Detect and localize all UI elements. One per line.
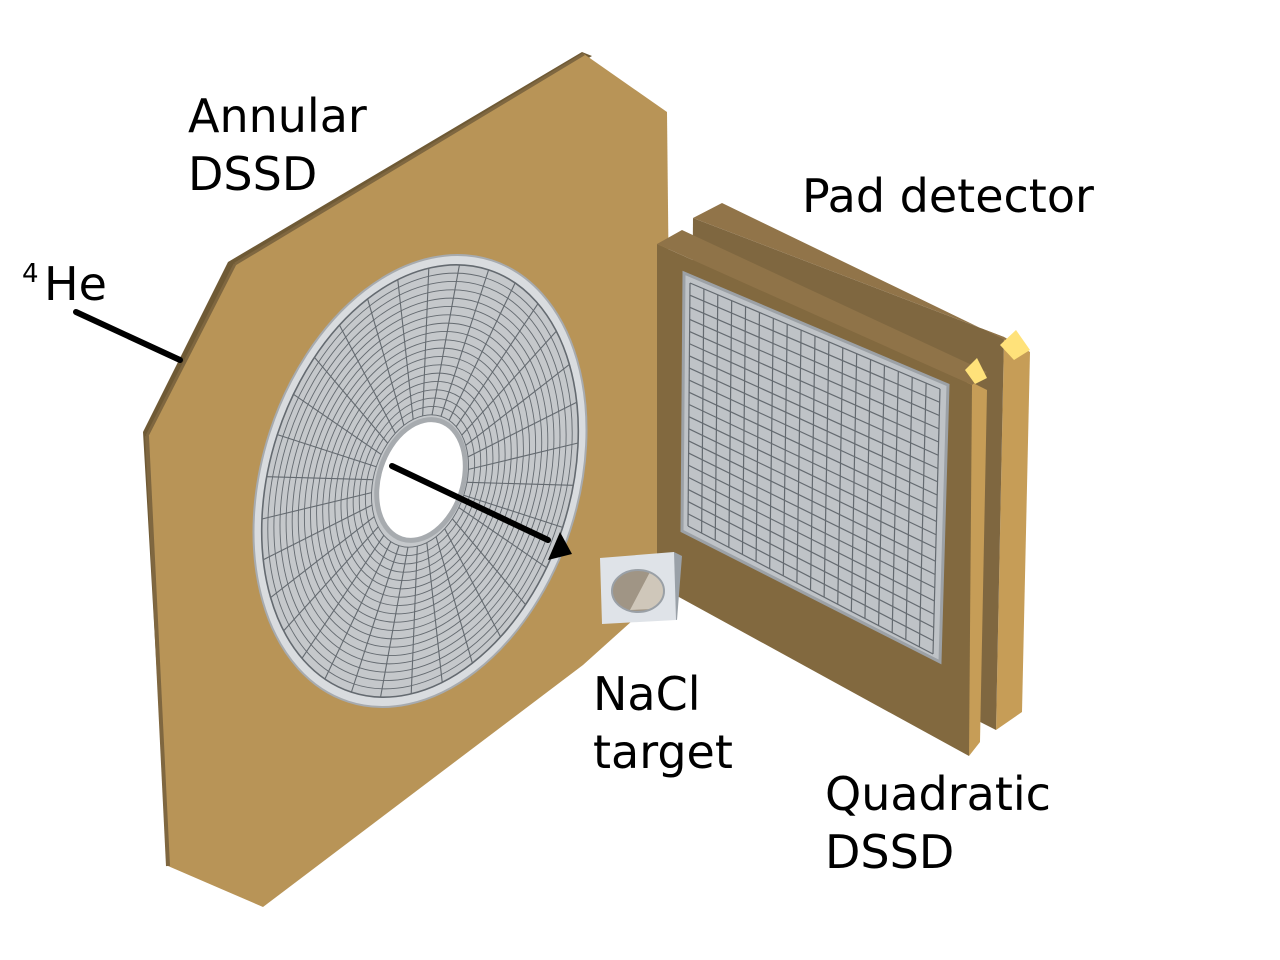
annular-sector-line: [301, 535, 385, 659]
quadratic-column-strip: [932, 388, 941, 655]
quadratic-column-strip: [687, 282, 691, 527]
pad-detector-side: [996, 337, 1030, 730]
annular-sector-line: [367, 298, 405, 426]
pad-detector-label: Pad detector: [802, 169, 1094, 223]
annular-sector-line: [435, 536, 473, 664]
quadratic-column-strip: [809, 335, 816, 591]
annular-sector-line: [397, 279, 414, 420]
arrow-head-icon: [548, 532, 572, 560]
quadratic-column-strip: [864, 359, 872, 619]
annular-sector-line: [293, 393, 382, 455]
quadratic-column-strip: [755, 312, 761, 562]
annular-sector-line: [410, 546, 418, 694]
pad-detector-top: [693, 203, 1030, 352]
annular-sector-line: [324, 541, 392, 680]
annular-label-line1: Annular: [188, 89, 367, 143]
quadratic-column-strip: [796, 330, 802, 583]
quadratic-column-strip: [782, 324, 788, 576]
annular-sector-line: [266, 476, 374, 481]
annular-sector-line: [431, 264, 460, 415]
annular-sector-line: [422, 268, 430, 416]
nacl-target: [600, 552, 682, 624]
quadratic-column-strip: [714, 294, 719, 541]
annular-sector-line: [283, 526, 379, 632]
annular-sector-line: [451, 518, 526, 605]
annular-sector-line: [444, 528, 501, 638]
annular-sector-line: [270, 516, 375, 598]
quadratic-column-strip: [769, 318, 774, 569]
nacl-label-line2: target: [593, 725, 733, 779]
quadratic-label-line2: DSSD: [825, 825, 954, 879]
quadratic-label-line1: Quadratic: [825, 767, 1051, 821]
quadratic-column-strip: [837, 347, 844, 605]
annular-sector-line: [455, 303, 539, 427]
annular-sector-line: [380, 547, 409, 698]
annular-sector-line: [448, 282, 516, 421]
annular-label-line2: DSSD: [188, 147, 317, 201]
pad-connector-icon: [1000, 330, 1030, 360]
quadratic-column-strip: [850, 353, 858, 612]
quadratic-column-strip: [728, 300, 733, 548]
annular-sector-line: [466, 481, 574, 486]
nacl-label-line1: NaCl: [593, 667, 701, 721]
beam-label-main: He: [44, 257, 107, 311]
quadratic-column-strip: [823, 341, 830, 598]
quadratic-column-strip: [905, 377, 913, 640]
quadratic-dssd: [657, 230, 987, 756]
quadratic-column-strip: [918, 383, 927, 647]
quadratic-column-strip: [701, 288, 705, 534]
annular-sector-line: [277, 434, 377, 468]
annular-sector-line: [263, 504, 373, 561]
beam-line-inner: [389, 463, 551, 543]
quadratic-column-strip: [877, 365, 886, 626]
annular-sector-line: [426, 542, 443, 683]
quadratic-connector-icon: [965, 358, 987, 384]
quadratic-dssd-top: [657, 230, 987, 385]
quadratic-column-strip: [741, 306, 747, 555]
annular-sector-line: [339, 324, 396, 434]
annular-sector-line: [463, 494, 563, 528]
quadratic-dssd-side: [967, 380, 987, 756]
beam-arrow: [73, 309, 572, 560]
beam-label-sup: 4: [22, 259, 39, 289]
annular-sector-line: [261, 492, 372, 520]
annular-sector-line: [468, 442, 579, 470]
annular-sector-line: [350, 545, 400, 693]
beam-line-outer: [73, 309, 183, 363]
annular-sector-line: [458, 507, 547, 569]
annular-sector-line: [440, 269, 490, 417]
annular-sector-line: [314, 357, 389, 444]
annular-sector-line: [461, 330, 557, 436]
annular-sector-line: [465, 364, 570, 446]
annular-sector-line: [467, 401, 577, 458]
quadratic-column-strip: [891, 371, 899, 633]
quadratic-strip-grid: [687, 282, 941, 655]
